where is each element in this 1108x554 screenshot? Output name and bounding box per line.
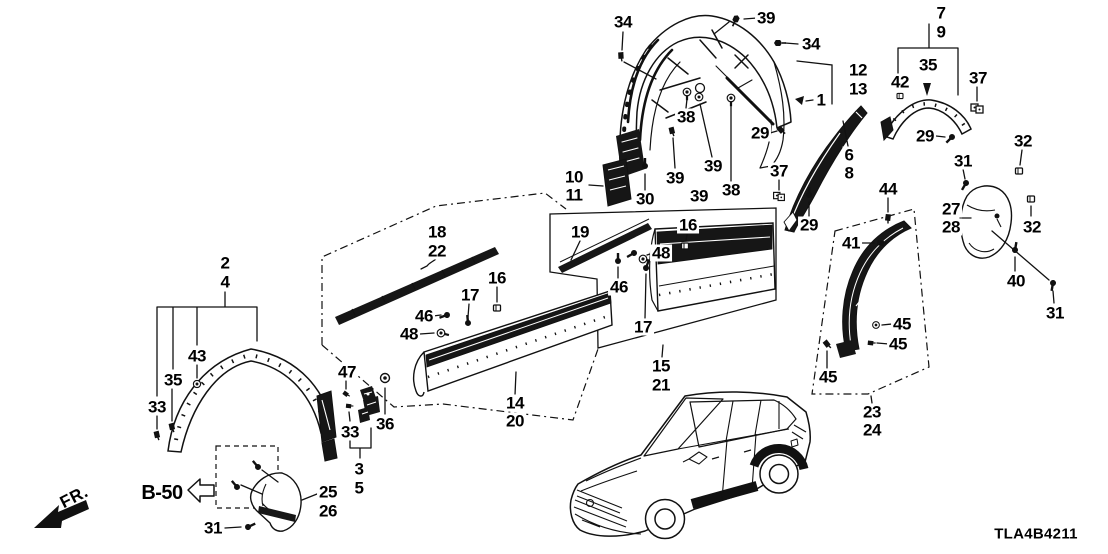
callout-26: 26 xyxy=(317,501,339,521)
fastener-icons xyxy=(152,13,1057,531)
callout-1: 1 xyxy=(814,90,828,110)
callout-41: 41 xyxy=(840,233,862,253)
callout-7: 7 xyxy=(934,3,948,23)
callout-46: 46 xyxy=(608,277,630,297)
callout-34: 34 xyxy=(612,12,634,32)
callout-38: 38 xyxy=(720,180,742,200)
assembly-boxes xyxy=(215,192,930,509)
garnish-bracket-part xyxy=(602,158,632,207)
callout-37: 37 xyxy=(967,68,989,88)
callout-31: 31 xyxy=(202,518,224,538)
callout-8: 8 xyxy=(842,163,856,183)
front-direction-arrow xyxy=(34,500,89,528)
rear-fender-liner-part xyxy=(616,14,792,177)
callout-48: 48 xyxy=(398,324,420,344)
callout-10: 10 xyxy=(563,167,585,187)
callout-45: 45 xyxy=(817,367,839,387)
callout-28: 28 xyxy=(940,217,962,237)
callout-45: 45 xyxy=(891,314,913,334)
callout-46: 46 xyxy=(413,306,435,326)
callout-36: 36 xyxy=(374,414,396,434)
callout-21: 21 xyxy=(650,375,672,395)
callout-4: 4 xyxy=(218,272,232,292)
callout-5: 5 xyxy=(352,478,366,498)
callout-35: 35 xyxy=(162,370,184,390)
callout-2: 2 xyxy=(218,253,232,273)
callout-11: 11 xyxy=(563,185,585,205)
callout-17: 17 xyxy=(632,317,654,337)
callout-27: 27 xyxy=(940,199,962,219)
leader-lines xyxy=(156,17,1055,529)
callout-33: 33 xyxy=(339,422,361,442)
rear-protector-part xyxy=(959,185,1013,259)
callout-47: 47 xyxy=(336,362,358,382)
callout-39: 39 xyxy=(688,186,710,206)
callout-14: 14 xyxy=(504,393,526,413)
rear-door-molding-strip-part xyxy=(558,218,652,273)
section-ref-arrow xyxy=(187,478,215,503)
callout-12: 12 xyxy=(847,60,869,80)
callout-22: 22 xyxy=(426,241,448,261)
callout-39: 39 xyxy=(664,168,686,188)
callout-34: 34 xyxy=(800,34,822,54)
callout-29: 29 xyxy=(914,126,936,146)
callout-15: 15 xyxy=(650,356,672,376)
callout-9: 9 xyxy=(934,22,948,42)
callout-31: 31 xyxy=(1044,303,1066,323)
b-pillar-garnish-part xyxy=(836,220,912,358)
callout-42: 42 xyxy=(889,72,911,92)
car-illustration xyxy=(569,391,811,540)
callout-38: 38 xyxy=(675,107,697,127)
callout-13: 13 xyxy=(847,79,869,99)
callout-6: 6 xyxy=(842,145,856,165)
callout-20: 20 xyxy=(504,411,526,431)
front-mud-guard-part xyxy=(249,472,302,532)
callout-39: 39 xyxy=(702,156,724,176)
callout-43: 43 xyxy=(186,346,208,366)
sill-bracket-part xyxy=(358,386,380,423)
callout-18: 18 xyxy=(426,222,448,242)
callout-48: 48 xyxy=(650,243,672,263)
callout-44: 44 xyxy=(877,179,899,199)
callout-29: 29 xyxy=(749,123,771,143)
callout-3: 3 xyxy=(352,459,366,479)
side-sill-garnish-part xyxy=(412,290,613,397)
callout-31: 31 xyxy=(952,151,974,171)
callout-25: 25 xyxy=(317,482,339,502)
callout-45: 45 xyxy=(887,334,909,354)
callout-30: 30 xyxy=(634,189,656,209)
callout-24: 24 xyxy=(861,420,883,440)
callout-19: 19 xyxy=(569,222,591,242)
callout-37: 37 xyxy=(768,161,790,181)
front-arch-molding-part xyxy=(880,99,972,142)
callout-35: 35 xyxy=(917,55,939,75)
callout-16: 16 xyxy=(677,215,699,235)
callout-17: 17 xyxy=(459,285,481,305)
rear-door-garnish-part xyxy=(649,222,776,312)
rear-arch-molding-part xyxy=(167,348,338,462)
section-ref-label: B-50 xyxy=(139,482,185,504)
diagram-code: TLA4B4211 xyxy=(994,525,1078,543)
callout-32: 32 xyxy=(1021,217,1043,237)
front-door-molding-part xyxy=(335,247,499,325)
callout-23: 23 xyxy=(861,402,883,422)
callout-33: 33 xyxy=(146,397,168,417)
callout-39: 39 xyxy=(755,8,777,28)
callout-16: 16 xyxy=(486,268,508,288)
callout-40: 40 xyxy=(1005,271,1027,291)
callout-32: 32 xyxy=(1012,131,1034,151)
callout-29: 29 xyxy=(798,215,820,235)
